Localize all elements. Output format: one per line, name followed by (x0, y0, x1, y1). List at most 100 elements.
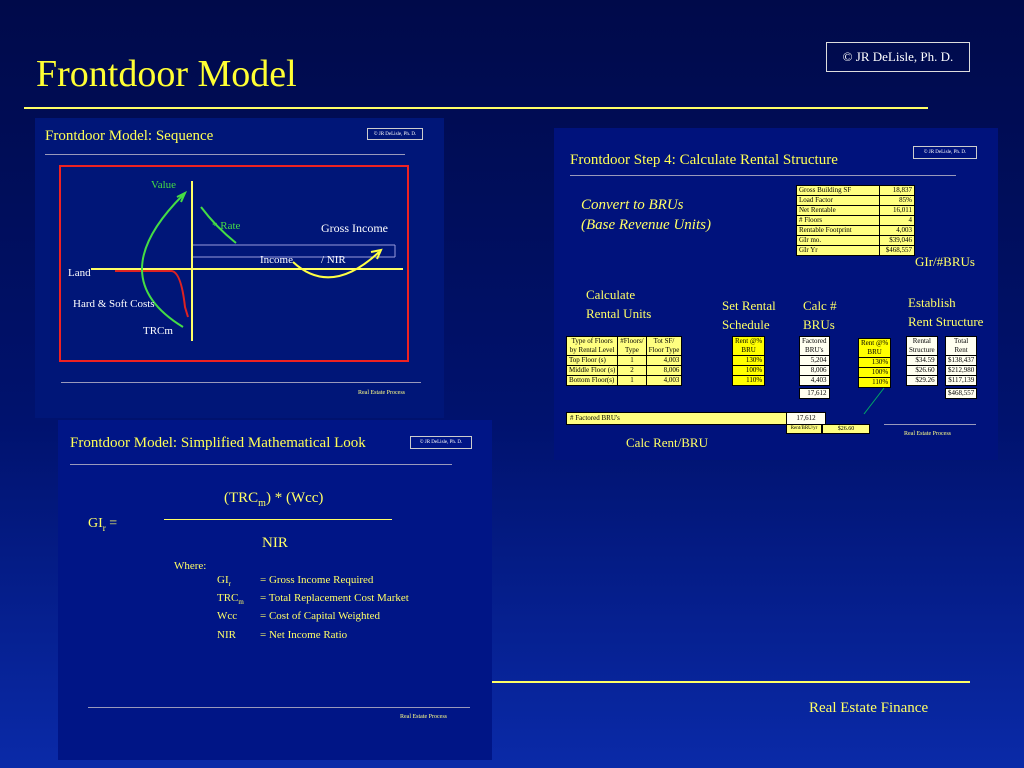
slide-footer: Real Estate Process (904, 431, 951, 437)
formula-lhs: GIr = (88, 516, 118, 533)
income-label: Income (260, 254, 293, 266)
value-label: Value (151, 179, 177, 191)
calc-brus-label: Calc # BRUs (803, 298, 837, 332)
gir-brus-label: GIr/#BRUs (915, 254, 975, 269)
rent-bru-label: Rent/BRU/yr (786, 424, 822, 434)
where-label: Where: (174, 560, 207, 572)
slide-bottom-divider (61, 382, 421, 383)
definition-symbol: Wcc (217, 610, 238, 623)
footer-divider (492, 681, 970, 683)
total-rent-total-row: $468,557 (944, 388, 978, 399)
footer-label: Real Estate Finance (809, 700, 929, 716)
definition-text: = Net Income Ratio (260, 628, 348, 641)
definition-row: NIR = Net Income Ratio (217, 628, 409, 646)
rate-curve (200, 206, 237, 244)
definition-symbol: GIr (217, 574, 231, 589)
definition-text: = Cost of Capital Weighted (260, 610, 380, 623)
schedule-cell: 110% (731, 375, 766, 386)
definition-row: GIr = Gross Income Required (217, 573, 409, 591)
factored-row: 4,403 (799, 375, 830, 386)
definition-row: TRCm= Total Replacement Cost Market (217, 591, 409, 609)
schedule-header: Rent @%BRU (731, 336, 766, 356)
formula-numerator: (TRCm) * (Wcc) (224, 490, 324, 509)
page-title: Frontdoor Model (36, 53, 297, 95)
slide-divider (45, 154, 405, 155)
sequence-diagram (59, 165, 409, 362)
factored-total-row: 17,612 (799, 388, 830, 399)
land-label: Land (68, 267, 91, 279)
floors-header-cell: Tot SF/Floor Type (645, 336, 683, 356)
connector-line (863, 387, 885, 415)
rent-structure-row: $29.26 (906, 375, 938, 386)
establish-label: Establish Rent Structure (908, 295, 984, 329)
slide-title: Frontdoor Step 4: Calculate Rental Struc… (570, 152, 838, 168)
slide-rental-structure: Frontdoor Step 4: Calculate Rental Struc… (554, 128, 998, 460)
slide-sequence: Frontdoor Model: Sequence © JR DeLisle, … (35, 118, 444, 418)
definition-row: Wcc = Cost of Capital Weighted (217, 609, 409, 627)
definition-text: = Gross Income Required (260, 574, 374, 586)
definition-symbol: NIR (217, 628, 236, 641)
calc-units-label: Calculate Rental Units (586, 287, 652, 321)
slide-bottom-divider (88, 707, 470, 708)
total-rent-total: $468,557 (944, 388, 978, 399)
schedule2-header-row: Rent @%BRU (857, 338, 892, 358)
schedule2-row: 110% (857, 377, 892, 388)
gross-income-label: Gross Income (321, 221, 388, 235)
factored-total: 17,612 (799, 388, 830, 399)
rent-structure-cell: $29.26 (906, 375, 938, 386)
income-curve (292, 251, 380, 279)
summary-row: GIr Yr$468,557 (796, 245, 915, 256)
slide-copyright-badge: © JR DeLisle, Ph. D. (367, 128, 423, 140)
value-arrow-icon (176, 190, 188, 203)
fraction-bar (164, 519, 392, 520)
floors-cell: 4,003 (645, 375, 683, 386)
title-divider (24, 107, 928, 109)
convert-label: Convert to BRUs (581, 197, 684, 213)
convert-sublabel: (Base Revenue Units) (581, 217, 711, 233)
slide-copyright-badge: © JR DeLisle, Ph. D. (410, 436, 472, 449)
floors-cell: 1 (617, 375, 647, 386)
factored-cell: 4,403 (799, 375, 830, 386)
rent-bru-value: $26.60 (822, 424, 870, 434)
value-curve (141, 194, 184, 328)
copyright-badge: © JR DeLisle, Ph. D. (826, 42, 970, 72)
schedule-row: 110% (731, 375, 766, 386)
schedule-header-row: Rent @%BRU (731, 336, 766, 356)
factored-brus-bar: # Factored BRU's (566, 412, 791, 425)
connector-lines (863, 387, 885, 415)
formula-denominator: NIR (262, 535, 288, 551)
slide-footer: Real Estate Process (358, 390, 405, 396)
trcm-label: TRCm (143, 325, 173, 337)
income-arrow-icon (370, 248, 383, 260)
summary-row: GIr mo.$39,046 (796, 235, 915, 246)
slide-divider (570, 175, 956, 176)
definition-symbol: TRCm (217, 592, 244, 607)
schedule2-cell: 110% (857, 377, 892, 388)
set-rental-label: Set Rental Schedule (722, 298, 776, 332)
cost-curve (115, 270, 189, 318)
schedule2-header: Rent @%BRU (857, 338, 892, 358)
total-rent-row: $117,139 (944, 375, 978, 386)
calc-rent-bru-label: Calc Rent/BRU (626, 435, 708, 450)
sequence-diagram-svg (91, 181, 403, 341)
nir-label: / NIR (321, 254, 346, 266)
slide-copyright-badge: © JR DeLisle, Ph. D. (913, 146, 977, 159)
total-rent-cell: $117,139 (944, 375, 978, 386)
summary-value: $468,557 (879, 245, 915, 256)
slide-footer: Real Estate Process (400, 714, 447, 720)
slide-title: Frontdoor Model: Simplified Mathematical… (70, 435, 366, 451)
slide-math-look: Frontdoor Model: Simplified Mathematical… (58, 420, 492, 760)
